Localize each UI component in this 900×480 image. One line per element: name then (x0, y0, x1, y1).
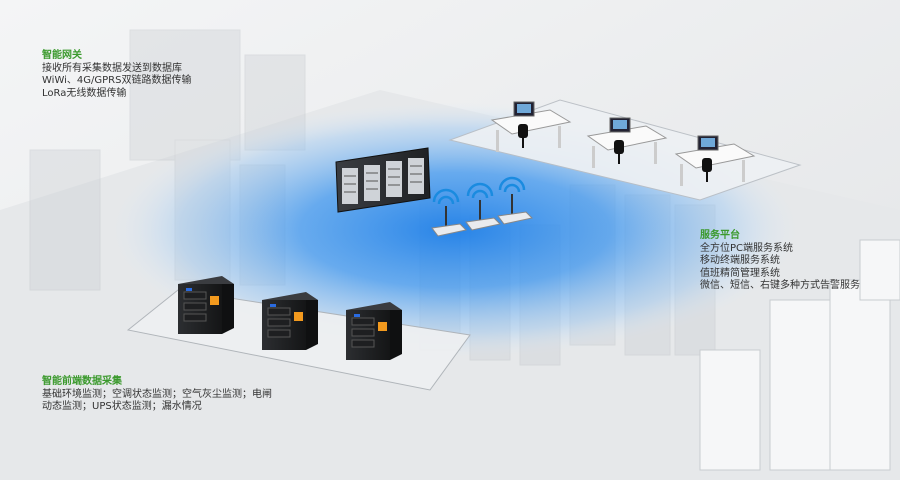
server-rack-icon (335, 147, 431, 213)
platform-line: 移动终端服务系统 (700, 255, 780, 266)
gateway-line: LoRa无线数据传输 (42, 87, 127, 99)
wireless-router-icon (465, 182, 502, 231)
ups-cabinet-icon (346, 302, 402, 360)
gateway-label: 智能网关 接收所有采集数据发送到数据库 WiWi、4G/GPRS双链路数据传输 … (42, 50, 191, 100)
platform-line: 值班精简管理系统 (700, 267, 780, 279)
frontend-text: 基础环境监测；空调状态监测；空气灰尘监测；电闸动态监测；UPS状态监测；漏水情况 (42, 388, 272, 413)
frontend-collection-label: 智能前端数据采集 基础环境监测；空调状态监测；空气灰尘监测；电闸动态监测；UPS… (42, 376, 272, 414)
frontend-title: 智能前端数据采集 (42, 376, 122, 387)
right-white-cabinets (699, 239, 900, 471)
gateway-line: 接收所有采集数据发送到数据库 (42, 62, 182, 74)
service-platform-label: 服务平台 全方位PC端服务系统 移动终端服务系统 值班精简管理系统 微信、短信、… (700, 230, 860, 293)
ups-cabinet-icon (178, 276, 234, 334)
platform-line: 微信、短信、右键多种方式告警服务 (700, 280, 860, 291)
wireless-router-icon (497, 176, 534, 225)
platform-title: 服务平台 (700, 230, 740, 241)
gateway-title: 智能网关 (42, 50, 82, 61)
gateway-line: WiWi、4G/GPRS双链路数据传输 (42, 75, 192, 86)
workstation-icon (490, 101, 572, 152)
workstation-icon (674, 135, 756, 186)
workstation-icon (586, 117, 668, 168)
wireless-router-icon (431, 188, 468, 237)
platform-line: 全方位PC端服务系统 (700, 242, 794, 254)
ups-cabinet-icon (262, 292, 318, 350)
